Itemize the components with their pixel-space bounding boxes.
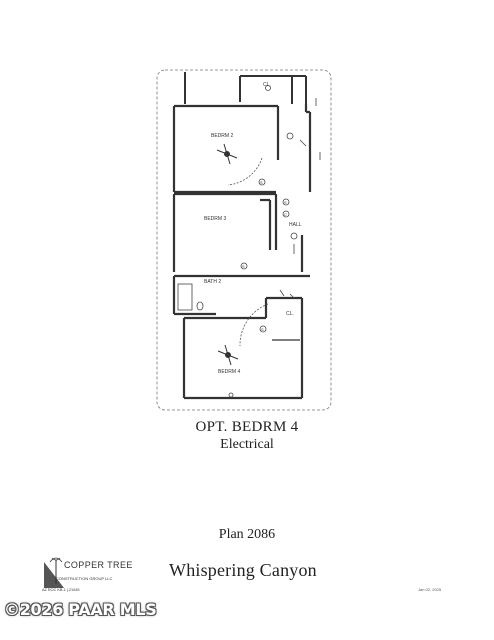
- smoke-detector-label: S: [242, 264, 245, 269]
- ceiling-fan-icon: [217, 344, 239, 366]
- smoke-detector-label: S: [284, 200, 287, 205]
- bath-2-walls: [172, 274, 310, 316]
- room-label-closet-bottom: CL.: [286, 311, 294, 317]
- drawing-subtitle: Electrical: [220, 437, 274, 452]
- room-label-hall: HALL: [289, 222, 302, 228]
- room-label-bedroom-2: BEDRM 2: [211, 133, 233, 139]
- bedroom-4-walls: [182, 296, 304, 400]
- smoke-detector-label: S: [261, 327, 264, 332]
- switch-symbols: [279, 98, 321, 299]
- closet-top: [239, 75, 307, 104]
- tree-logo-icon: [44, 557, 64, 588]
- outlet-symbols: [228, 85, 298, 398]
- revision-date: Jan 02, 2025: [418, 587, 442, 592]
- plan-outline: [156, 69, 332, 411]
- mls-watermark: ©2026 PAAR MLS: [4, 600, 157, 619]
- hall-right-walls: [300, 104, 312, 272]
- smoke-detector-label: S: [260, 180, 263, 185]
- floor-plan-drawing: CL. BEDRM 2 BEDRM 3 HALL BATH 2 CL. BEDR…: [156, 69, 332, 411]
- community-name: Whispering Canyon: [169, 560, 317, 580]
- room-label-closet-top: CL.: [263, 82, 271, 88]
- logo-tagline: CONSTRUCTION GROUP LLC: [56, 576, 113, 581]
- plan-number: Plan 2086: [218, 527, 276, 542]
- drawing-title: OPT. BEDRM 4: [195, 419, 299, 435]
- bedroom-3-walls: [172, 192, 278, 272]
- logo-name: COPPER TREE: [64, 560, 133, 570]
- room-label-bedroom-4: BEDRM 4: [218, 369, 240, 375]
- room-label-bedroom-3: BEDRM 3: [204, 216, 226, 222]
- bedroom-2-walls: [172, 104, 280, 194]
- ceiling-fan-icon: [216, 143, 238, 165]
- ceiling-light-label: C: [284, 212, 287, 217]
- builder-logo: COPPER TREE CONSTRUCTION GROUP LLC AZ RO…: [42, 552, 152, 598]
- room-label-bath-2: BATH 2: [204, 279, 221, 285]
- logo-license: AZ ROC KB-1 | 21045: [42, 588, 80, 592]
